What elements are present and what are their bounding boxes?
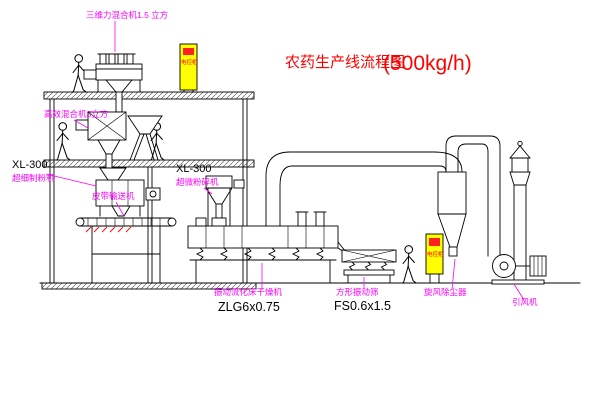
red-hatch-marks — [85, 226, 132, 233]
panel-top-text: 电控柜 — [181, 58, 198, 66]
labels: 三维力混合机1.5 立方 高效混合机3立方 XL-300 超细制粉机 XL-30… — [12, 10, 538, 314]
vibrating-sieve — [341, 249, 397, 284]
exhaust-duct — [445, 135, 501, 257]
belt-conveyor — [75, 217, 177, 284]
main-duct — [265, 151, 463, 227]
worker-figure-top — [72, 54, 86, 93]
title-text: 农药生产线流程图 — [285, 54, 405, 71]
label-mill-center-name: 超微粉碎机 — [176, 177, 219, 187]
mixer-3d — [83, 53, 143, 113]
sieve-springs — [348, 261, 388, 271]
label-dryer-model: ZLG6x0.75 — [218, 300, 280, 314]
label-belt-conveyor: 皮带输送机 — [92, 191, 135, 201]
mixer-discharge-pipe — [115, 91, 123, 113]
label-fan: 引风机 — [512, 297, 538, 307]
panel-indicator — [183, 48, 194, 55]
leader-lines — [45, 21, 525, 301]
stack-finial — [517, 140, 523, 147]
diagram-title: 农药生产线流程图 (500kg/h) — [285, 52, 472, 75]
label-mill-left-name: 超细制粉机 — [12, 173, 55, 183]
mill-xl300-left — [95, 167, 161, 217]
induced-draft-fan — [491, 254, 547, 285]
worker-figure-right — [402, 245, 416, 284]
panel-right-text: 电控柜 — [427, 250, 444, 258]
label-dryer-name: 振动流化床干燥机 — [214, 287, 283, 297]
floor-slab-top — [43, 91, 255, 100]
control-panel-top: 电控柜 — [179, 43, 198, 93]
label-mixer-high-efficiency: 高效混合机3立方 — [44, 109, 108, 119]
label-mixer-3d: 三维力混合机1.5 立方 — [86, 10, 168, 20]
worker-figure-left — [56, 122, 70, 161]
title-capacity: (500kg/h) — [383, 52, 472, 75]
label-mill-center-model: XL-300 — [176, 163, 211, 175]
panel-indicator — [429, 238, 440, 246]
building-frame — [39, 91, 581, 290]
dryer-springs — [195, 247, 324, 261]
mill-xl300-center — [205, 175, 245, 227]
label-cyclone: 旋风除尘器 — [424, 287, 467, 297]
label-sieve-model: FS0.6x1.5 — [334, 299, 391, 313]
y-hopper — [127, 115, 163, 161]
floor-slab-middle — [43, 159, 255, 168]
cyclone-separator — [437, 171, 467, 257]
label-sieve-name: 方形振动筛 — [336, 287, 379, 297]
control-panel-right: 电控柜 — [425, 233, 444, 284]
label-mill-left-model: XL-300 — [12, 159, 47, 171]
exhaust-stack — [509, 140, 531, 281]
fluid-bed-dryer — [187, 211, 351, 284]
